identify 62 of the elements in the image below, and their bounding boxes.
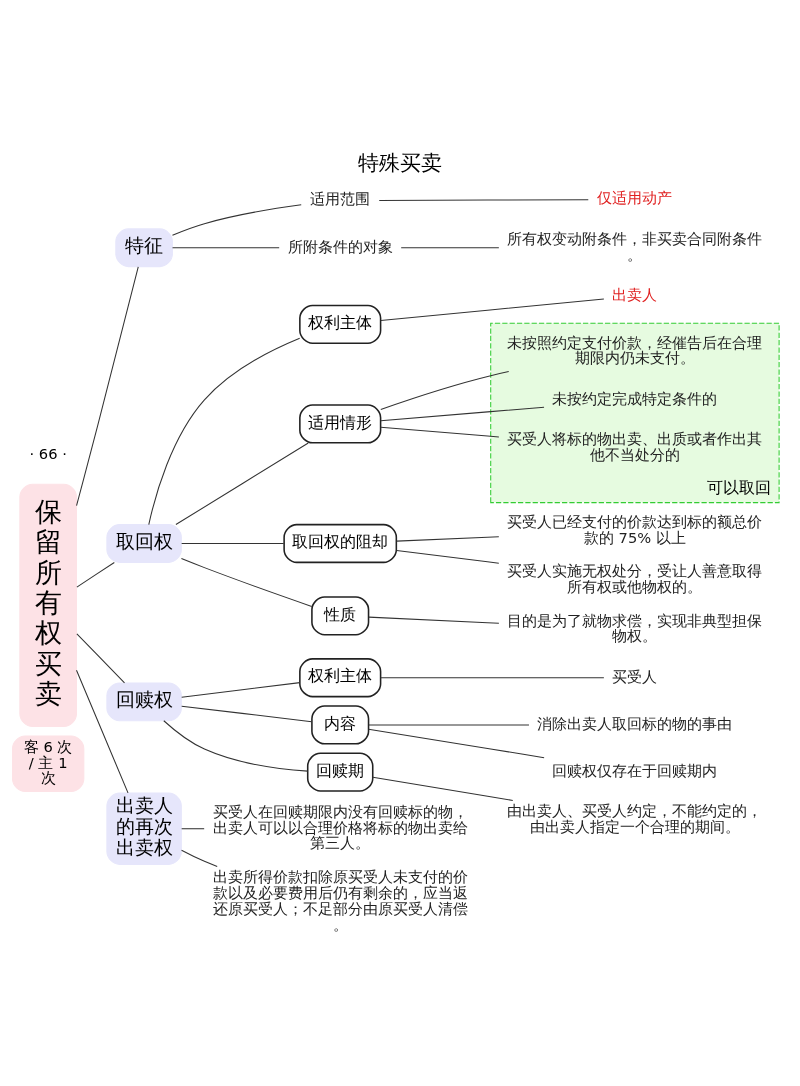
connector xyxy=(181,705,313,722)
node-text: 未按约定完成特定条件的 xyxy=(552,389,718,407)
connector xyxy=(380,370,510,410)
node-text: 消除出卖人取回标的物的事由 xyxy=(537,714,733,732)
node-text: 买受人实施无权处分，受让人善意取得所有权或他物权的。 xyxy=(507,561,763,595)
connector xyxy=(171,203,302,236)
node-box: 保留所有权买卖 xyxy=(19,483,77,727)
connector xyxy=(372,776,514,801)
connector xyxy=(380,297,605,321)
cluster xyxy=(490,322,780,503)
connector xyxy=(181,681,301,698)
connector xyxy=(76,265,139,506)
connector xyxy=(380,426,500,437)
connector xyxy=(368,616,500,624)
node-box: 适用情形 xyxy=(299,403,382,444)
connector xyxy=(172,246,280,248)
node-text: 出卖人 xyxy=(612,285,658,303)
node-text: 未按照约定支付价款，经催告后在合理期限内仍未支付。 xyxy=(507,333,763,366)
connector xyxy=(378,198,589,201)
node-label: 可以取回 xyxy=(706,477,771,497)
connector xyxy=(148,337,301,525)
connector xyxy=(180,557,313,607)
node-text: 所有权变动附条件，非买卖合同附条件。 xyxy=(507,229,763,263)
connector xyxy=(396,549,500,564)
node-text: 由出卖人、买受人约定，不能约定的，由出卖人指定一个合理的期间。 xyxy=(507,801,763,835)
node-box: 权利主体 xyxy=(299,657,382,697)
connector xyxy=(368,723,530,725)
node-text: 仅适用动产 xyxy=(597,188,673,206)
node-text: 买受人已经支付的价款达到标的额总价款的 75% 以上 xyxy=(507,512,763,546)
node-box: 出卖人的再次出卖权 xyxy=(106,792,182,865)
node-box: 性质 xyxy=(311,595,370,636)
label: · 66 · xyxy=(29,444,67,462)
node-text: 所附条件的对象 xyxy=(287,237,393,255)
node-text: 买受人在回赎期限内没有回赎标的物，出卖人可以以合理价格将标的物出卖给第三人。 xyxy=(212,802,468,851)
connector xyxy=(380,676,605,678)
connector xyxy=(368,728,545,758)
connector xyxy=(76,561,115,588)
node-text: 适用范围 xyxy=(310,189,371,207)
node-text: 买受人 xyxy=(612,667,658,685)
connector xyxy=(181,827,205,829)
diagram-title: 特殊买卖 xyxy=(358,150,442,175)
connector xyxy=(175,441,309,525)
node-box: 特征 xyxy=(115,227,173,267)
connector xyxy=(396,535,500,542)
connector xyxy=(76,632,126,683)
connector xyxy=(400,246,500,248)
node-box: 权利主体 xyxy=(299,304,382,344)
node-text: 买受人将标的物出卖、出质或者作出其他不当处分的 xyxy=(507,429,763,463)
connector xyxy=(181,542,285,544)
node-text: 出卖所得价款扣除原买受人未支付的价款以及必要费用后仍有剩余的，应当返还原买受人；不足部分由原买受人清偿。 xyxy=(212,867,468,933)
node-box: 取回权的阻却 xyxy=(283,523,398,563)
node-box: 回赎权 xyxy=(106,681,182,721)
node-box: 内容 xyxy=(311,704,370,745)
connector xyxy=(181,849,218,867)
node-box: 回赎期 xyxy=(306,751,374,792)
node-label: 客 6 次 / 主 1 次 xyxy=(23,737,73,786)
connector xyxy=(163,719,309,772)
node-text: 目的是为了就物求偿，实现非典型担保物权。 xyxy=(507,611,763,644)
node-box: 取回权 xyxy=(106,523,182,563)
node-text: 回赎权仅存在于回赎期内 xyxy=(552,761,718,779)
connector xyxy=(380,406,545,421)
connector xyxy=(75,669,129,793)
